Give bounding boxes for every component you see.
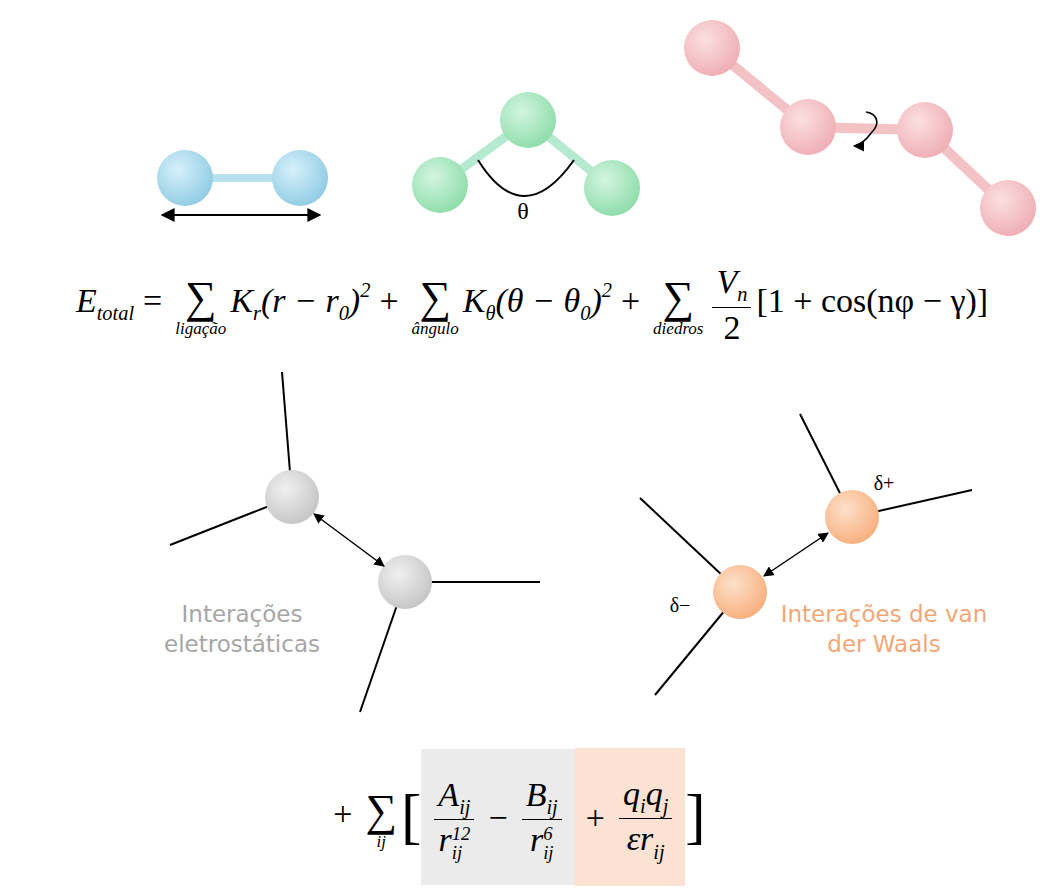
math-symbol: K	[463, 282, 486, 319]
subscript: 0	[580, 302, 590, 324]
double-arrow	[314, 514, 384, 566]
subscript: ij	[543, 843, 553, 863]
subscript: ij	[452, 843, 471, 863]
angle-bend-figure	[412, 92, 640, 216]
math-symbol: ]	[685, 782, 705, 850]
subscript: 0	[339, 302, 349, 324]
double-arrow	[162, 214, 320, 216]
subscript: ij	[546, 796, 557, 818]
angle-arc	[478, 160, 574, 196]
atom	[378, 555, 432, 609]
atom	[272, 150, 328, 206]
atom	[780, 99, 836, 155]
math-symbol: K	[230, 282, 253, 319]
subscript: r	[253, 302, 261, 324]
subscript: total	[97, 302, 134, 324]
sum-symbol: ∑	[663, 276, 695, 320]
angle-label: θ	[517, 196, 529, 227]
rotation-arrow	[854, 112, 877, 146]
sum-symbol: ∑	[419, 276, 451, 320]
atom	[412, 157, 468, 213]
nonbonded-equation: +∑ij[Aijr12ij−Bijr6ij+qiqjεrij]	[324, 748, 705, 886]
sum-index: ângulo	[412, 320, 459, 339]
bond	[712, 48, 1008, 208]
subscript: i	[640, 795, 646, 817]
math-symbol: B	[526, 776, 547, 813]
math-symbol: )	[349, 282, 360, 319]
sum-index: ij	[376, 833, 385, 852]
superscript: 6	[543, 824, 553, 844]
partial-charge: δ−	[670, 592, 691, 618]
coulomb-term-box: +qiqjεrij	[575, 748, 686, 886]
lennard-jones-term-box: Aijr12ij−Bijr6ij	[421, 749, 574, 885]
subscript: n	[737, 283, 747, 305]
math-symbol: −	[488, 798, 507, 839]
math-symbol: 2	[723, 309, 740, 346]
math-symbol: (r − r	[261, 282, 339, 319]
atom	[265, 470, 319, 524]
atom	[500, 92, 556, 148]
atom	[684, 20, 740, 76]
subscript: θ	[485, 302, 495, 324]
math-symbol: V	[716, 263, 737, 300]
sum-symbol: ∑	[365, 789, 397, 833]
atom	[157, 150, 213, 206]
sum-index: ligação	[175, 320, 226, 339]
sum-index: diedros	[653, 320, 703, 339]
math-symbol: +	[379, 282, 398, 319]
subscript: ij	[459, 796, 470, 818]
math-symbol: r	[530, 821, 543, 858]
energy-equation: Etotal=∑ligaçãoKr(r − r0)2+∑ânguloKθ(θ −…	[76, 262, 988, 347]
math-symbol: q	[646, 775, 663, 812]
partial-charge: δ+	[874, 470, 895, 496]
atom	[713, 565, 767, 619]
superscript: 2	[360, 279, 370, 301]
subscript: j	[663, 795, 669, 817]
math-symbol: (θ − θ	[496, 282, 581, 319]
atom	[584, 160, 640, 216]
atom	[980, 180, 1036, 236]
electrostatic-figure	[170, 372, 540, 712]
atom	[897, 102, 953, 158]
electrostatic-caption: Interações eletrostáticas	[142, 600, 342, 660]
math-symbol: q	[623, 775, 640, 812]
math-symbol: ε	[627, 820, 640, 857]
math-symbol: )	[590, 282, 601, 319]
math-symbol: A	[438, 776, 459, 813]
subscript: ij	[653, 841, 664, 863]
sum-symbol: ∑	[185, 276, 217, 320]
dihedral-figure	[684, 20, 1036, 236]
atom	[825, 490, 879, 544]
math-symbol: [	[401, 782, 421, 850]
math-symbol: r	[438, 821, 451, 858]
math-symbol: +	[333, 795, 352, 832]
double-arrow	[764, 533, 828, 576]
math-symbol: [1 + cos(nφ − γ)]	[756, 282, 988, 319]
math-symbol: +	[621, 282, 640, 319]
math-symbol: r	[640, 820, 653, 857]
superscript: 12	[452, 824, 471, 844]
vdw-caption: Interações de van der Waals	[779, 600, 989, 660]
math-symbol: +	[586, 798, 605, 839]
math-symbol: =	[143, 282, 162, 319]
bond-stretch-figure	[157, 150, 328, 215]
math-symbol: E	[76, 282, 97, 319]
superscript: 2	[602, 279, 612, 301]
